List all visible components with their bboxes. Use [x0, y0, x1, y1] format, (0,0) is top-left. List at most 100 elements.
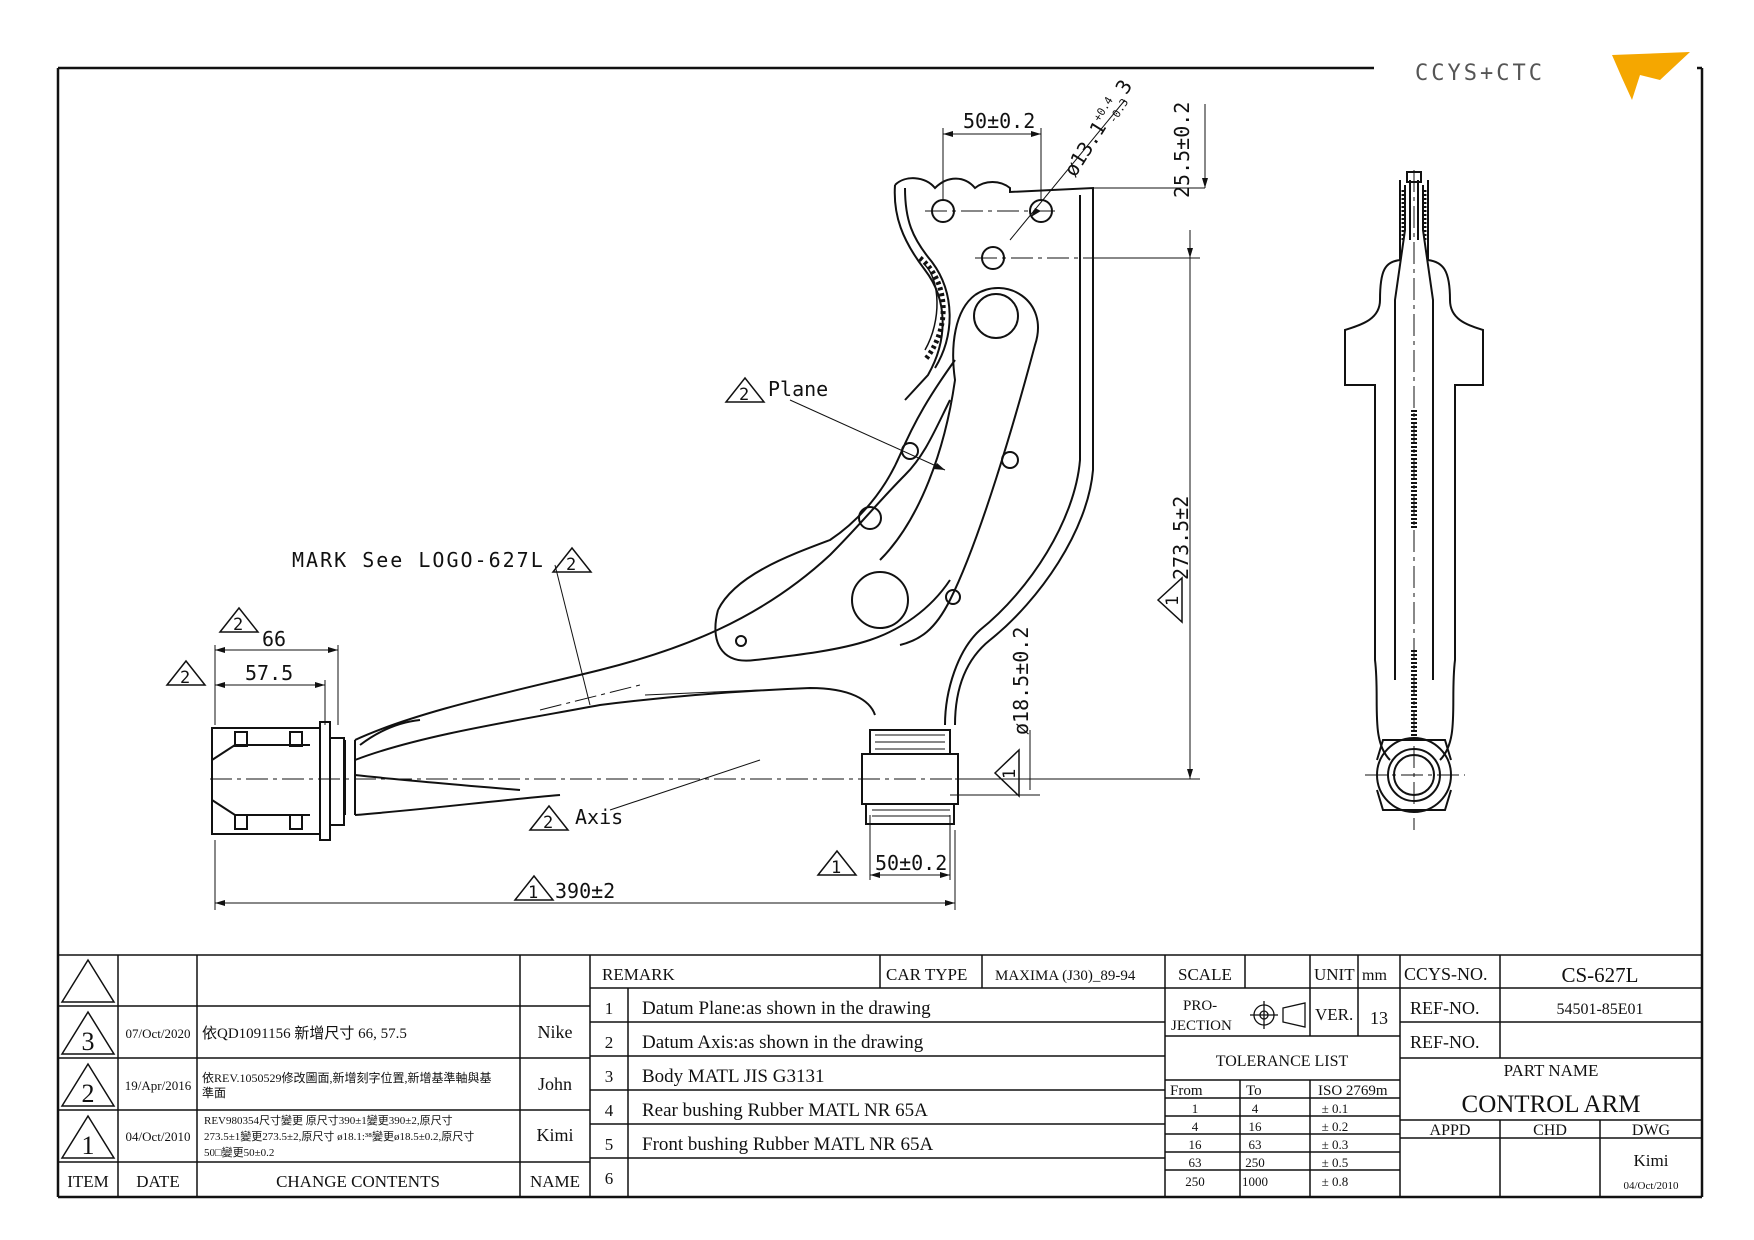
rev-item-3: 3 — [82, 1027, 95, 1056]
remark-no-1: 1 — [605, 999, 614, 1018]
remark-text-5: Front bushing Rubber MATL NR 65A — [642, 1134, 933, 1155]
tol-value-3: ± 0.3 — [1322, 1137, 1349, 1152]
tolerance-header-to: To — [1246, 1083, 1262, 1099]
appd-label: APPD — [1430, 1122, 1471, 1139]
marker-2-dim66: 2 — [233, 615, 243, 635]
title-block-grid — [58, 954, 1702, 1197]
remark-text-1: Datum Plane:as shown in the drawing — [642, 998, 931, 1019]
tol-to-2: 16 — [1249, 1119, 1263, 1134]
ref-no-label: REF-NO. — [1410, 998, 1480, 1018]
marker-1-height: 1 — [1163, 596, 1183, 606]
dim-66: 66 — [262, 627, 286, 651]
tolerance-header-iso: ISO 2769m — [1318, 1083, 1388, 1099]
tol-value-5: ± 0.8 — [1322, 1174, 1349, 1189]
remark-text-4: Rear bushing Rubber MATL NR 65A — [642, 1100, 928, 1121]
tol-to-4: 250 — [1245, 1155, 1265, 1170]
rev-item-1: 1 — [82, 1131, 95, 1160]
unit-value: mm — [1362, 967, 1387, 984]
rev-header-date: DATE — [136, 1172, 179, 1191]
remark-no-4: 4 — [605, 1101, 614, 1120]
rev-change-2-line2: 準面 — [202, 1085, 226, 1100]
tol-from-4: 63 — [1189, 1155, 1202, 1170]
marker-2-plane: 2 — [739, 385, 749, 405]
rev-item-2: 2 — [82, 1079, 95, 1108]
remark-no-5: 5 — [605, 1135, 614, 1154]
tol-value-4: ± 0.5 — [1322, 1155, 1349, 1170]
remark-text-2: Datum Axis:as shown in the drawing — [642, 1032, 924, 1053]
revision-markers — [165, 376, 1183, 901]
rev-change-1-line1: REV980354尺寸變更 原尺寸390±1變更390±2,原尺寸 — [204, 1113, 453, 1127]
marker-2-axis: 2 — [543, 813, 553, 833]
revision-table-markers — [60, 958, 116, 1159]
projection-label-2: JECTION — [1171, 1018, 1232, 1034]
scale-label: SCALE — [1178, 965, 1232, 984]
marker-2-mark: 2 — [566, 555, 576, 575]
rev-header-change: CHANGE CONTENTS — [276, 1172, 440, 1191]
ccys-no-label: CCYS-NO. — [1404, 964, 1488, 984]
rev-change-1-line2: 273.5±1變更273.5±2,原尺寸 ø18.1:³⁸變更ø18.5±0.2… — [204, 1129, 474, 1143]
tol-from-1: 1 — [1192, 1101, 1199, 1116]
part-name-label: PART NAME — [1504, 1061, 1599, 1080]
dwg-date: 04/Oct/2010 — [1624, 1180, 1679, 1192]
tol-value-1: ± 0.1 — [1322, 1101, 1349, 1116]
dimension-lines — [214, 99, 1206, 910]
ver-value: 13 — [1370, 1008, 1388, 1028]
part-name-value: CONTROL ARM — [1462, 1091, 1641, 1118]
remark-no-6: 6 — [605, 1169, 614, 1188]
chd-label: CHD — [1533, 1122, 1567, 1139]
projection-symbol-icon — [1250, 1001, 1306, 1029]
marker-2-dim57: 2 — [180, 668, 190, 688]
logo-text: CCYS+CTC — [1415, 61, 1545, 86]
tol-from-3: 16 — [1189, 1137, 1203, 1152]
rev-date-1: 04/Oct/2010 — [126, 1129, 191, 1144]
company-logo: CCYS+CTC — [1415, 52, 1690, 100]
rev-header-name: NAME — [530, 1172, 580, 1191]
dimension-arrows — [215, 131, 1208, 906]
callout-plane: Plane — [768, 377, 828, 401]
tol-to-3: 63 — [1249, 1137, 1262, 1152]
rev-header-item: ITEM — [67, 1172, 109, 1191]
unit-label: UNIT — [1314, 965, 1355, 984]
car-type-label: CAR TYPE — [886, 965, 967, 984]
remark-no-3: 3 — [605, 1067, 614, 1086]
callout-axis: Axis — [575, 805, 623, 829]
marker-1-length: 1 — [528, 883, 538, 903]
dim-bushing-width: 50±0.2 — [875, 851, 947, 875]
dim-offset-vertical: 25.5±0.2 — [1170, 102, 1194, 198]
tol-value-2: ± 0.2 — [1322, 1119, 1349, 1134]
remark-no-2: 2 — [605, 1033, 614, 1052]
logo-swoosh-icon — [1612, 52, 1690, 100]
rev-name-2: John — [538, 1074, 572, 1094]
dim-57-5: 57.5 — [245, 661, 293, 685]
remark-header: REMARK — [602, 965, 675, 984]
dim-hole-spacing: 50±0.2 — [963, 109, 1035, 133]
rev-change-3: 依QD1091156 新增尺寸 66, 57.5 — [202, 1025, 407, 1042]
projection-label-1: PRO- — [1183, 998, 1217, 1014]
dwg-label: DWG — [1632, 1122, 1671, 1139]
tol-from-2: 4 — [1192, 1119, 1199, 1134]
rev-change-1-line3: 50□變更50±0.2 — [204, 1145, 274, 1159]
tol-to-1: 4 — [1252, 1101, 1259, 1116]
car-type-value: MAXIMA (J30)_89-94 — [995, 968, 1136, 984]
rev-change-2-line1: 依REV.1050529修改圖面,新增刻字位置,新增基準軸與基 — [202, 1070, 491, 1085]
ver-label: VER. — [1315, 1005, 1353, 1024]
ccys-no-value: CS-627L — [1561, 963, 1638, 987]
remark-text-3: Body MATL JIS G3131 — [642, 1066, 824, 1087]
callout-mark-logo: MARK See LOGO-627L — [292, 548, 545, 572]
dim-overall-length: 390±2 — [555, 879, 615, 903]
rev-date-3: 07/Oct/2020 — [126, 1026, 191, 1041]
tolerance-title: TOLERANCE LIST — [1216, 1053, 1349, 1070]
dwg-name: Kimi — [1634, 1151, 1669, 1170]
tol-from-5: 250 — [1185, 1174, 1205, 1189]
rev-name-3: Nike — [538, 1022, 573, 1042]
ref-no-value: 54501-85E01 — [1556, 1001, 1643, 1018]
marker-1-diameter: 1 — [1000, 769, 1020, 779]
tol-to-5: 1000 — [1242, 1174, 1268, 1189]
dim-bushing-diameter: ø18.5±0.2 — [1009, 627, 1033, 735]
tolerance-header-from: From — [1170, 1083, 1203, 1099]
dim-height: 273.5±2 — [1169, 496, 1193, 580]
control-arm-side-view — [211, 177, 1094, 841]
ref-no-label-2: REF-NO. — [1410, 1032, 1480, 1052]
dim-hole-diameter: ø13.1+0.4-0.33 — [1059, 75, 1140, 182]
